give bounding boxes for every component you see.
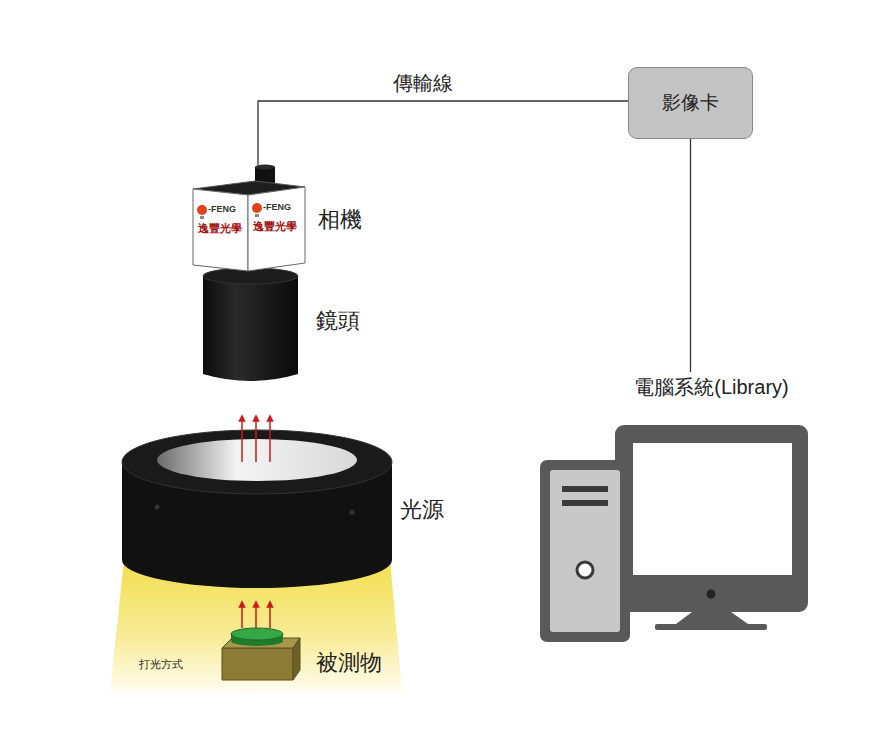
computer-icon <box>540 425 808 642</box>
cable <box>690 139 691 372</box>
part-name: 被測物 <box>316 650 382 675</box>
brand-logo: -FENG <box>208 204 236 214</box>
test-object <box>222 628 300 680</box>
part-name: 光源 <box>400 497 444 522</box>
part-name: 鏡頭 <box>316 308 360 333</box>
lens <box>203 268 298 381</box>
light-arrows <box>242 418 270 628</box>
cable <box>258 101 628 165</box>
computer-label-box: 電腦系統(Library) <box>590 372 836 406</box>
lighting-note: 打光方式 <box>139 658 183 671</box>
node-text: 電腦系統(Library) <box>634 376 788 399</box>
ring-light <box>122 430 392 588</box>
node-text: 影像卡 <box>662 92 719 114</box>
brand-logo: -FENG <box>263 202 291 212</box>
part-name: 相機 <box>318 207 362 232</box>
brand-logo: 逸豐光學 <box>198 222 242 235</box>
camera: -FENG逸豐光學-FENG逸豐光學相機 <box>193 165 305 272</box>
brand-logo: 逸豐光學 <box>253 220 297 233</box>
camera-body <box>193 165 305 272</box>
cable-label: 傳輸線 <box>391 72 455 95</box>
image-card-box: 影像卡 <box>628 67 753 139</box>
